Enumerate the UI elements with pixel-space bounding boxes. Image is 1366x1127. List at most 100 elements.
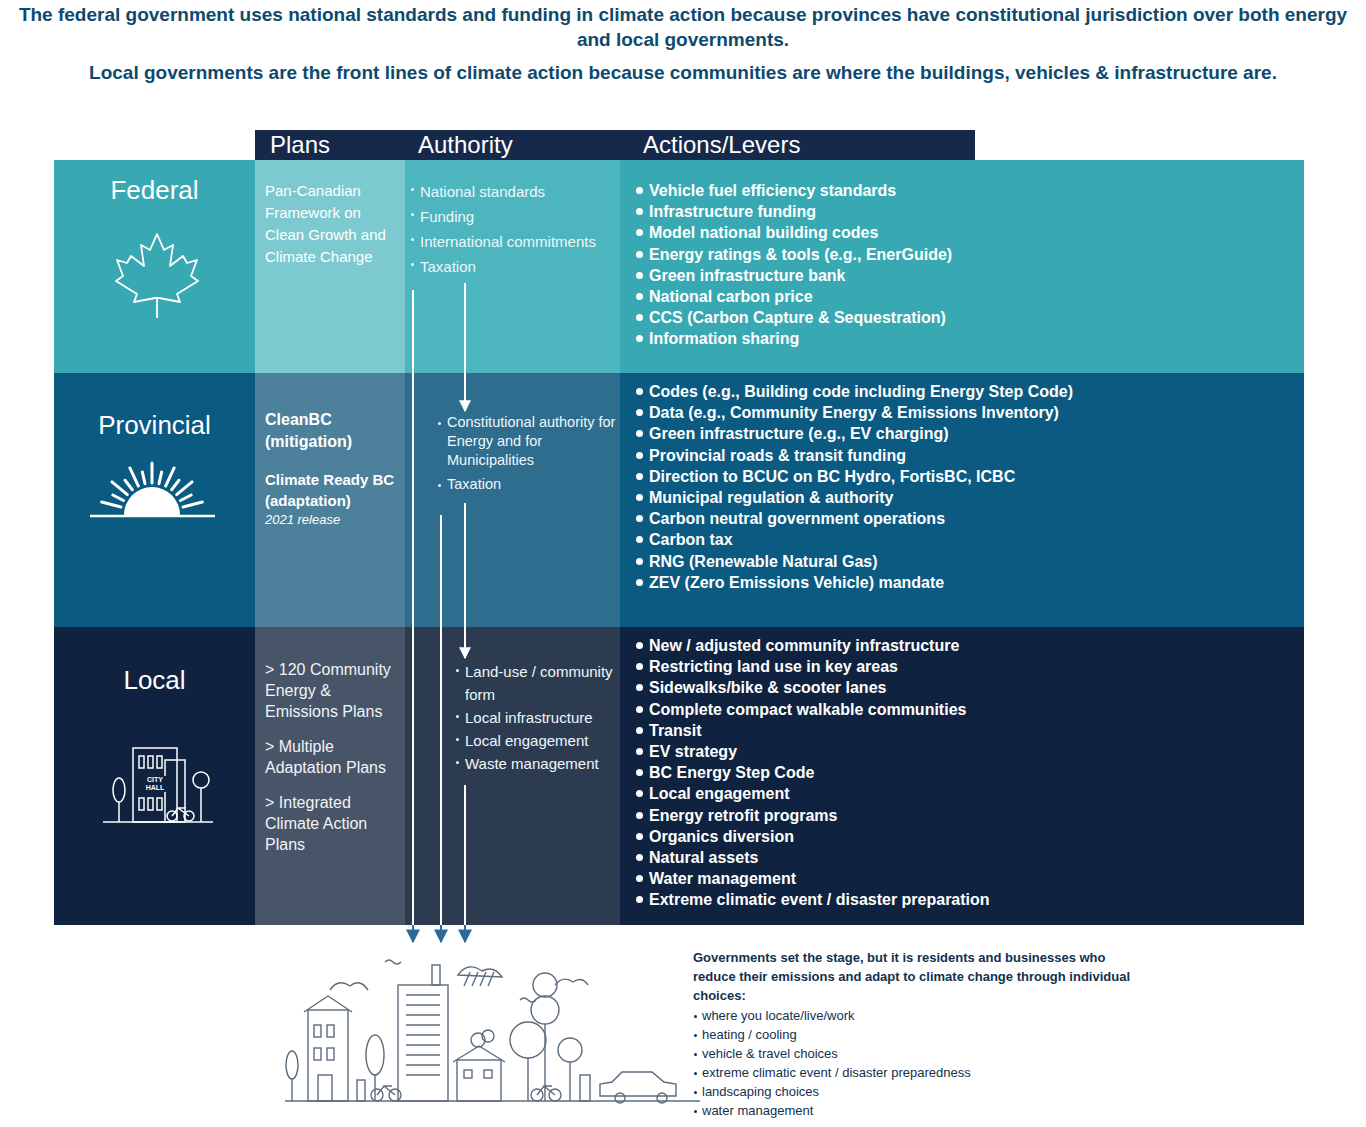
action-item: Infrastructure funding: [635, 201, 1295, 222]
action-item: EV strategy: [635, 741, 1295, 762]
plans-strip: [255, 160, 405, 373]
city-illustration: [285, 960, 700, 1103]
column-heading: Actions/Levers: [643, 130, 943, 160]
sun-ray: [166, 468, 175, 486]
authority-region: [255, 160, 620, 373]
plans-strip: [255, 627, 405, 925]
action-item: Restricting land use in key areas: [635, 656, 1295, 677]
level-name: Provincial: [54, 410, 255, 440]
icon-label: CITY HALL: [137, 776, 173, 792]
authority-item: Local engagement: [455, 729, 620, 752]
level-name: Local: [54, 665, 255, 695]
action-item: Direction to BCUC on BC Hydro, FortisBC,…: [635, 466, 1295, 487]
sun-ray: [183, 502, 202, 507]
auth-node: Land-use / community formLocal infrastru…: [405, 660, 620, 775]
column-heading: Plans: [270, 130, 418, 160]
authority-item: Local infrastructure: [455, 706, 620, 729]
authority-item: Funding: [410, 204, 620, 229]
actions-list: New / adjusted community infrastructureR…: [635, 635, 1295, 911]
authority-region: [255, 373, 620, 627]
authority-item: International commitments: [410, 229, 620, 254]
sun-ray: [177, 482, 192, 495]
plans-node: CleanBC (mitigation)Climate Ready BC (ad…: [255, 373, 405, 627]
choice-item: heating / cooling: [693, 1025, 1133, 1044]
actions-list: Vehicle fuel efficiency standardsInfrast…: [635, 180, 1295, 350]
action-item: Complete compact walkable communities: [635, 699, 1295, 720]
sun-ray: [172, 480, 179, 489]
sun-ray: [142, 472, 145, 484]
maple-leaf-icon: [116, 234, 198, 318]
plan-text: 2021 release: [265, 511, 397, 528]
action-item: Data (e.g., Community Energy & Emissions…: [635, 402, 1295, 423]
action-item: New / adjusted community infrastructure: [635, 635, 1295, 656]
action-item: RNG (Renewable Natural Gas): [635, 551, 1295, 572]
plan-text: > Multiple Adaptation Plans: [265, 736, 397, 778]
band-node: Federal Vehicle fuel efficiency standards…: [54, 160, 1304, 373]
choices-note: Governments set the stage, but it is res…: [693, 948, 1133, 1120]
action-item: Water management: [635, 868, 1295, 889]
choice-item: vehicle & travel choices: [693, 1044, 1133, 1063]
authority-item: Taxation: [437, 475, 620, 494]
choice-item: where you locate/live/work: [693, 1006, 1133, 1025]
sun-ray: [151, 463, 154, 483]
authority-item: Constitutional authority for Energy and …: [437, 413, 620, 470]
flow-arrows: [413, 925, 465, 942]
federal-band: [54, 160, 1304, 373]
plans-strip: [255, 373, 405, 627]
action-item: ZEV (Zero Emissions Vehicle) mandate: [635, 572, 1295, 593]
level-name: Federal: [54, 175, 255, 205]
action-item: Carbon neutral government operations: [635, 508, 1295, 529]
action-item: Energy retrofit programs: [635, 805, 1295, 826]
action-item: Local engagement: [635, 783, 1295, 804]
authority-region: [255, 627, 620, 925]
auth-node: Constitutional authority for Energy and …: [405, 413, 620, 499]
sun-ray: [112, 482, 127, 495]
auth-node: National standardsFundingInternational c…: [405, 179, 620, 279]
subtitle: Local governments are the front lines of…: [10, 60, 1356, 85]
header-bar: [255, 130, 975, 160]
head-node: PlansAuthorityActions/Levers: [255, 130, 975, 160]
sun-ray: [113, 495, 124, 500]
plan-text: CleanBC (mitigation): [265, 409, 397, 453]
band-node: Local New / adjusted community infrastruc…: [54, 627, 1304, 925]
local-band: [54, 627, 1304, 925]
action-item: Green infrastructure (e.g., EV charging): [635, 423, 1295, 444]
choice-item: landscaping choices: [693, 1082, 1133, 1101]
sun-ray: [181, 495, 192, 500]
plan-text: > Integrated Climate Action Plans: [265, 792, 397, 855]
choice-item: water management: [693, 1101, 1133, 1120]
diagram-title: The federal government uses national sta…: [10, 2, 1356, 52]
plan-text: Pan-Canadian Framework on Clean Growth a…: [265, 180, 397, 268]
action-item: Sidewalks/bike & scooter lanes: [635, 677, 1295, 698]
authority-item: Taxation: [410, 254, 620, 279]
authority-item: National standards: [410, 179, 620, 204]
city-hall-icon: [103, 748, 213, 822]
plan-text: > 120 Community Energy & Emissions Plans: [265, 659, 397, 722]
authority-arrow: [464, 503, 466, 658]
action-item: National carbon price: [635, 286, 1295, 307]
action-item: BC Energy Step Code: [635, 762, 1295, 783]
action-item: Green infrastructure bank: [635, 265, 1295, 286]
action-item: Model national building codes: [635, 222, 1295, 243]
sun-ray: [102, 502, 121, 507]
action-item: Natural assets: [635, 847, 1295, 868]
action-item: Information sharing: [635, 328, 1295, 349]
action-item: Organics diversion: [635, 826, 1295, 847]
note-text: Governments set the stage, but it is res…: [693, 948, 1133, 1005]
authority-arrow: [464, 283, 466, 411]
action-item: Transit: [635, 720, 1295, 741]
action-item: Extreme climatic event / disaster prepar…: [635, 889, 1295, 910]
action-item: Carbon tax: [635, 529, 1295, 550]
plans-node: > 120 Community Energy & Emissions Plans…: [255, 627, 405, 925]
authority-item: Waste management: [455, 752, 620, 775]
action-item: Municipal regulation & authority: [635, 487, 1295, 508]
plans-node: Pan-Canadian Framework on Clean Growth a…: [255, 160, 405, 373]
provincial-band: [54, 373, 1304, 627]
action-item: Vehicle fuel efficiency standards: [635, 180, 1295, 201]
action-item: Provincial roads & transit funding: [635, 445, 1295, 466]
actions-list: Codes (e.g., Building code including Ene…: [635, 381, 1295, 593]
action-item: Codes (e.g., Building code including Ene…: [635, 381, 1295, 402]
flow-lines: [413, 290, 465, 925]
sun-ray: [130, 468, 139, 486]
